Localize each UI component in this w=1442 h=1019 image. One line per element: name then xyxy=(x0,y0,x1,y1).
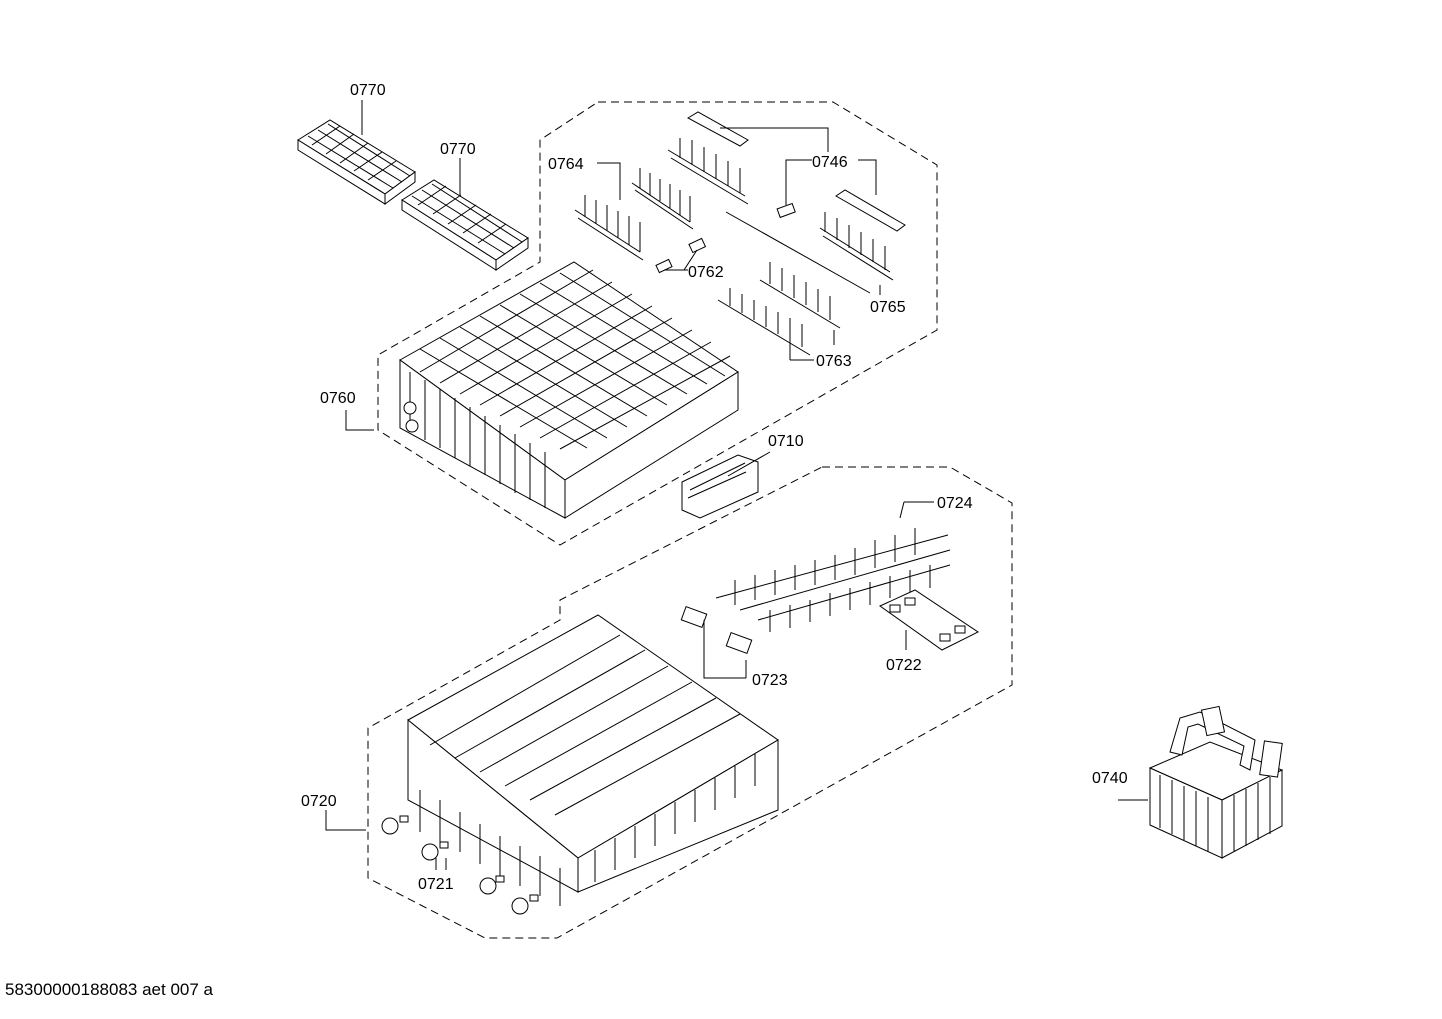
callout-labels: 0770 0770 0764 0746 0762 0765 0763 0760 … xyxy=(301,82,1128,893)
rack-clip-pair xyxy=(655,237,707,274)
cutlery-tray-drawer xyxy=(681,454,759,519)
callout-0721: 0721 xyxy=(418,876,454,893)
lower-basket xyxy=(407,614,779,906)
callout-0762: 0762 xyxy=(688,264,724,281)
callout-0710: 0710 xyxy=(768,433,804,450)
callout-0723: 0723 xyxy=(752,672,788,689)
callout-0770-lower: 0770 xyxy=(440,141,476,158)
folding-spike-rack xyxy=(574,168,694,261)
callout-0746: 0746 xyxy=(812,154,848,171)
cup-shelf-tray-upper xyxy=(297,119,416,205)
basket-wheels xyxy=(381,815,539,915)
upper-basket xyxy=(399,261,739,519)
rack-holder-clips xyxy=(680,606,753,654)
plate-rack-insert xyxy=(717,262,841,356)
lower-basket-group-outline xyxy=(367,466,1013,939)
callout-0722: 0722 xyxy=(886,657,922,674)
cutlery-basket xyxy=(1148,705,1284,859)
small-parts-set xyxy=(879,589,979,651)
cup-shelf-tray-lower xyxy=(401,179,529,271)
callout-0770-upper: 0770 xyxy=(350,82,386,99)
callout-0720: 0720 xyxy=(301,793,337,810)
callout-0765: 0765 xyxy=(870,299,906,316)
folding-plate-rack xyxy=(715,528,951,632)
callout-0763: 0763 xyxy=(816,353,852,370)
cup-rack-flap xyxy=(667,111,906,281)
leader-lines xyxy=(325,100,1148,870)
callout-0764: 0764 xyxy=(548,156,584,173)
callout-0760: 0760 xyxy=(320,390,356,407)
callout-0724: 0724 xyxy=(937,495,973,512)
drawing-number: 58300000188083 aet 007 a xyxy=(5,980,213,999)
callout-0740: 0740 xyxy=(1092,770,1128,787)
